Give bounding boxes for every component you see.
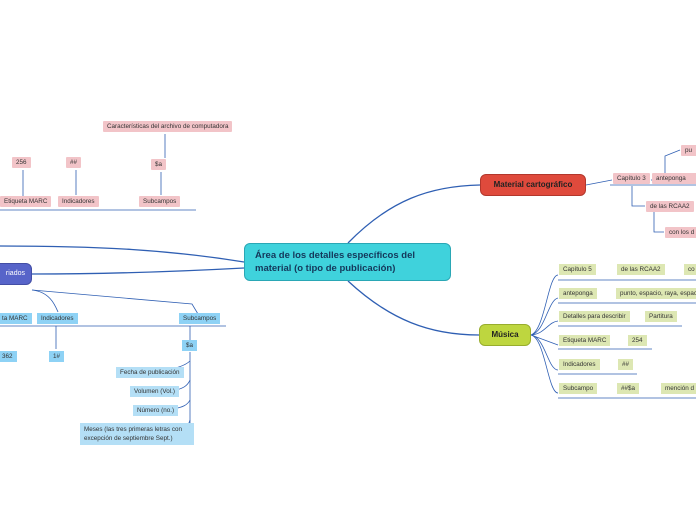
- carto-pu[interactable]: pu: [681, 145, 696, 156]
- musica-capitulo[interactable]: Capítulo 5: [559, 264, 596, 275]
- seriados-etiqueta-valor[interactable]: 362: [0, 351, 17, 362]
- topic-material-cartografico[interactable]: Material cartográfico: [480, 174, 586, 196]
- carto-capitulo[interactable]: Capítulo 3: [613, 173, 650, 184]
- musica-co[interactable]: co: [684, 264, 696, 275]
- seriados-dollar-a[interactable]: $a: [182, 340, 198, 351]
- musica-partitura[interactable]: Partitura: [645, 311, 677, 322]
- musica-rcaa2[interactable]: de las RCAA2: [617, 264, 665, 275]
- seriados-indicadores-valor[interactable]: 1#: [49, 351, 65, 362]
- central-topic[interactable]: Área de los detalles específicos del mat…: [244, 243, 451, 281]
- seriados-indicadores[interactable]: Indicadores: [37, 313, 78, 324]
- seriados-fecha[interactable]: Fecha de publicación: [116, 367, 184, 378]
- musica-etiqueta-valor[interactable]: 254: [628, 335, 647, 346]
- musica-puntuacion[interactable]: punto, espacio, raya, espaci: [616, 288, 696, 299]
- musica-subcampo[interactable]: Subcampo: [559, 383, 598, 394]
- musica-indicadores[interactable]: Indicadores: [559, 359, 600, 370]
- musica-anteponga[interactable]: anteponga: [559, 288, 597, 299]
- seriados-numero[interactable]: Número (no.): [133, 405, 179, 416]
- archivo-etiqueta[interactable]: Etiqueta MARC: [0, 196, 52, 207]
- seriados-etiqueta[interactable]: ta MARC: [0, 313, 32, 324]
- topic-seriados[interactable]: riados: [0, 263, 32, 285]
- archivo-caracteristicas[interactable]: Características del archivo de computado…: [103, 121, 233, 132]
- carto-anteponga[interactable]: anteponga: [652, 173, 696, 184]
- archivo-dollar-a[interactable]: $a: [151, 159, 167, 170]
- seriados-meses[interactable]: Meses (las tres primeras letras con exce…: [80, 423, 194, 445]
- musica-detalles[interactable]: Detalles para describir: [559, 311, 630, 322]
- archivo-etiqueta-valor[interactable]: 256: [12, 157, 31, 168]
- carto-rcaa2[interactable]: de las RCAA2: [646, 201, 694, 212]
- archivo-indicadores[interactable]: Indicadores: [58, 196, 99, 207]
- topic-musica[interactable]: Música: [479, 324, 531, 346]
- musica-indicadores-valor[interactable]: ##: [618, 359, 634, 370]
- musica-subcampo-valor[interactable]: ##$a: [617, 383, 640, 394]
- archivo-indicadores-valor[interactable]: ##: [66, 157, 82, 168]
- musica-etiqueta[interactable]: Etiqueta MARC: [559, 335, 611, 346]
- musica-mencion[interactable]: mención d: [661, 383, 696, 394]
- seriados-volumen[interactable]: Volumen (Vol.): [130, 386, 179, 397]
- seriados-subcampos[interactable]: Subcampos: [179, 313, 221, 324]
- carto-conlos[interactable]: con los d: [665, 227, 696, 238]
- archivo-subcampos[interactable]: Subcampos: [139, 196, 181, 207]
